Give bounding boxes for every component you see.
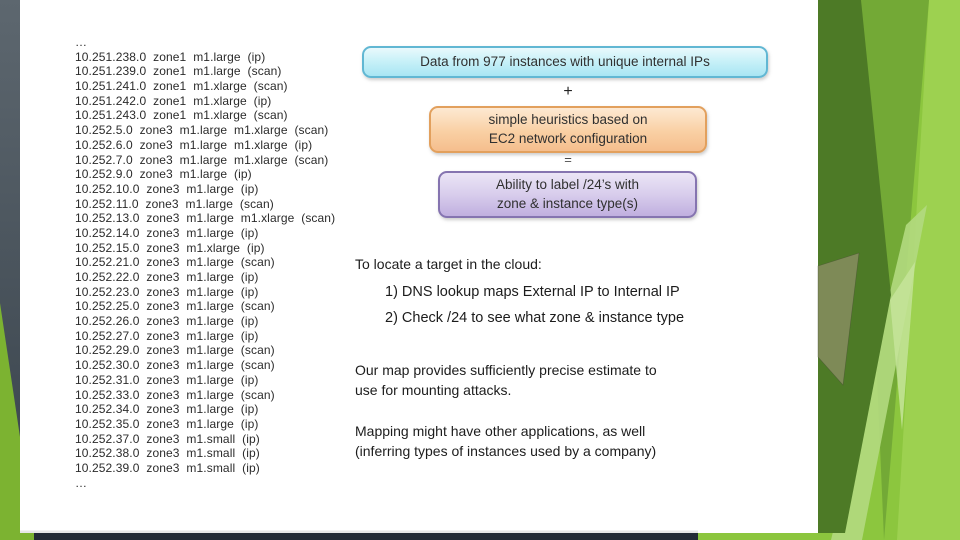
list-item: 10.251.239.0 zone1 m1.large (scan) bbox=[75, 64, 282, 79]
result-box: Ability to label /24’s with zone & insta… bbox=[438, 171, 697, 218]
list-item: 10.252.9.0 zone3 m1.large (ip) bbox=[75, 167, 252, 182]
list-item: … bbox=[75, 35, 88, 49]
note-mounting-attacks: Our map provides sufficiently precise es… bbox=[355, 360, 657, 400]
list-item: 10.252.34.0 zone3 m1.large (ip) bbox=[75, 402, 259, 417]
right-light-column bbox=[897, 0, 960, 540]
right-light-streak-2 bbox=[890, 262, 915, 430]
olive-overlap-patch bbox=[817, 252, 860, 386]
list-item: 10.252.29.0 zone3 m1.large (scan) bbox=[75, 343, 275, 358]
list-item: 10.252.26.0 zone3 m1.large (ip) bbox=[75, 314, 259, 329]
note-other-applications: Mapping might have other applications, a… bbox=[355, 421, 656, 461]
list-item: 10.251.238.0 zone1 m1.large (ip) bbox=[75, 49, 266, 64]
list-item: 10.252.25.0 zone3 m1.large (scan) bbox=[75, 299, 275, 314]
list-item: 10.252.22.0 zone3 m1.large (ip) bbox=[75, 270, 259, 284]
list-item: 10.252.13.0 zone3 m1.large m1.xlarge (sc… bbox=[75, 211, 336, 226]
heuristics-box: simple heuristics based on EC2 network c… bbox=[429, 106, 707, 153]
right-medium-triangle bbox=[861, 0, 929, 540]
result-box-line-2: zone & instance type(s) bbox=[496, 196, 639, 211]
list-item: 10.252.30.0 zone3 m1.large (scan) bbox=[75, 358, 275, 373]
list-item: 10.252.10.0 zone3 m1.large (ip) bbox=[75, 181, 259, 196]
list-item: … bbox=[75, 475, 88, 490]
list-item: 10.252.37.0 zone3 m1.small (ip) bbox=[75, 431, 260, 446]
list-item: 10.251.242.0 zone1 m1.xlarge (ip) bbox=[75, 93, 272, 108]
heuristics-box-line-1: simple heuristics based on bbox=[488, 112, 648, 127]
list-item: 10.252.39.0 zone3 m1.small (ip) bbox=[75, 460, 260, 475]
list-item: 10.251.241.0 zone1 m1.xlarge (scan) bbox=[75, 79, 288, 94]
list-item: 10.252.14.0 zone3 m1.large (ip) bbox=[75, 225, 259, 240]
equals-operator: = bbox=[564, 152, 572, 167]
list-item: 10.252.27.0 zone3 m1.large (ip) bbox=[75, 328, 259, 343]
locate-step-2: 2) Check /24 to see what zone & instance… bbox=[385, 310, 685, 326]
list-item: 10.252.7.0 zone3 m1.large m1.xlarge (sca… bbox=[75, 152, 329, 167]
list-item: 10.252.6.0 zone3 m1.large m1.xlarge (ip) bbox=[75, 137, 313, 152]
list-item: 10.252.23.0 zone3 m1.large (ip) bbox=[75, 284, 259, 299]
heuristics-box-line-2: EC2 network configuration bbox=[488, 131, 648, 146]
list-item: 10.252.38.0 zone3 m1.small (ip) bbox=[75, 446, 260, 461]
note-2-line-1: Mapping might have other applications, a… bbox=[355, 423, 646, 439]
list-item: 10.252.21.0 zone3 m1.large (scan) bbox=[75, 255, 275, 270]
list-item: 10.251.243.0 zone1 m1.xlarge (scan) bbox=[75, 108, 288, 123]
note-1-line-2: use for mounting attacks. bbox=[355, 382, 512, 398]
plus-operator: + bbox=[563, 83, 573, 100]
locate-step-1: 1) DNS lookup maps External IP to Intern… bbox=[385, 284, 680, 300]
note-2-line-2: (inferring types of instances used by a … bbox=[355, 443, 657, 459]
bottom-left-green-strip bbox=[0, 533, 34, 540]
locate-heading: To locate a target in the cloud: bbox=[355, 256, 542, 272]
list-item: 10.252.33.0 zone3 m1.large (scan) bbox=[75, 387, 275, 402]
bottom-shadow-line bbox=[20, 530, 698, 533]
left-green-triangle bbox=[0, 303, 20, 540]
note-1-line-1: Our map provides sufficiently precise es… bbox=[355, 362, 657, 378]
data-sources-box: Data from 977 instances with unique inte… bbox=[362, 46, 768, 78]
list-item: 10.252.15.0 zone3 m1.xlarge (ip) bbox=[75, 240, 265, 255]
result-box-line-1: Ability to label /24’s with bbox=[495, 177, 640, 192]
list-item: 10.252.11.0 zone3 m1.large (scan) bbox=[75, 196, 274, 211]
bottom-navy-strip bbox=[34, 533, 698, 540]
list-item: 10.252.31.0 zone3 m1.large (ip) bbox=[75, 372, 259, 387]
list-item: 10.252.5.0 zone3 m1.large m1.xlarge (sca… bbox=[75, 123, 329, 138]
ip-list: …10.251.238.0 zone1 m1.large (ip)10.251.… bbox=[75, 35, 335, 490]
list-item: 10.252.35.0 zone3 m1.large (ip) bbox=[75, 416, 259, 431]
